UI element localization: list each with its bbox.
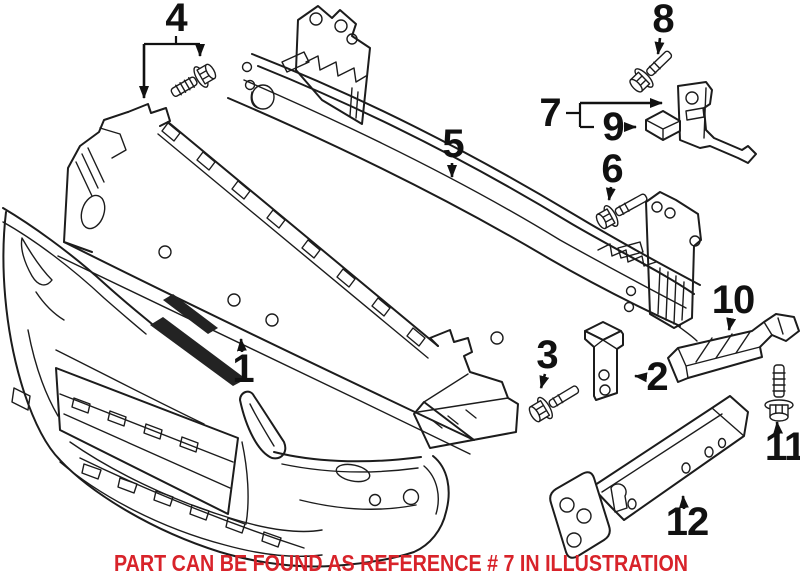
impact-bar	[227, 5, 702, 345]
impact-bar-right-plate	[645, 191, 702, 329]
crash-box-12	[549, 395, 749, 559]
callout-1: 1	[232, 338, 255, 391]
callout-label-7: 7	[539, 91, 560, 135]
bolt-11	[764, 364, 794, 422]
bumper-fin	[239, 390, 287, 460]
callout-12: 12	[666, 495, 709, 544]
sensor-hole	[368, 493, 382, 507]
callout-4: 4	[139, 0, 205, 99]
callout-5: 5	[442, 122, 465, 178]
sensor-hole	[402, 488, 420, 506]
callout-6: 6	[601, 147, 624, 201]
guide-bracket-10	[667, 313, 800, 383]
bolt-3	[528, 385, 580, 423]
bumper-cover	[2, 207, 450, 568]
callout-label-12: 12	[666, 500, 709, 544]
bolt-6	[595, 193, 648, 230]
screw-4	[170, 63, 217, 97]
callout-9: 9	[602, 105, 637, 149]
callout-label-3: 3	[536, 333, 557, 377]
mounting-bracket-2	[584, 321, 624, 401]
clip-9	[645, 110, 681, 141]
callout-label-6: 6	[601, 147, 622, 191]
callout-label-5: 5	[442, 122, 464, 166]
callout-3: 3	[536, 333, 559, 389]
impact-bar-left-plate	[295, 5, 371, 125]
callout-7: 7	[539, 91, 663, 135]
callout-label-4: 4	[165, 0, 188, 40]
callout-label-10: 10	[712, 278, 755, 322]
reference-note: PART CAN BE FOUND AS REFERENCE # 7 IN IL…	[114, 550, 688, 576]
callout-label-2: 2	[646, 355, 667, 399]
bolt-8	[629, 50, 673, 93]
callout-label-9: 9	[602, 105, 623, 149]
callout-2: 2	[634, 355, 669, 399]
callout-label-11: 11	[765, 425, 800, 469]
callout-8: 8	[652, 0, 675, 55]
callout-label-1: 1	[232, 347, 254, 391]
energy-absorber-right-end	[413, 329, 519, 449]
corner-bracket-7	[677, 81, 757, 164]
fog-lamp-opening	[335, 463, 371, 483]
callout-label-8: 8	[652, 0, 674, 41]
callout-10: 10	[712, 278, 755, 331]
grille-opening	[55, 367, 239, 515]
callout-11: 11	[765, 421, 800, 469]
energy-absorber	[57, 103, 519, 455]
impact-bar-hole	[490, 331, 504, 345]
